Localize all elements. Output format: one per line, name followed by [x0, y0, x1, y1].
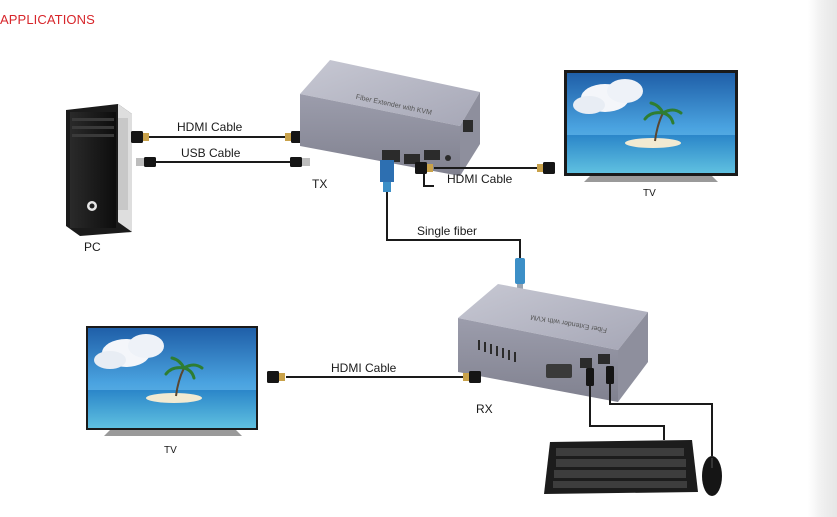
- hdmi-cable-rx-tv-label: HDMI Cable: [331, 361, 397, 375]
- tx-label: TX: [312, 177, 328, 191]
- page-heading: APPLICATIONS: [0, 12, 95, 27]
- fiber-connector-tx-icon: [380, 160, 394, 192]
- single-fiber-label: Single fiber: [417, 224, 478, 238]
- tv-top-icon: [564, 70, 738, 182]
- usb-cable-keyboard-icon: [586, 368, 665, 440]
- hdmi-cable-pc-label: HDMI Cable: [177, 120, 243, 134]
- tv-top-label: TV: [643, 188, 656, 199]
- hdmi-cable-rx-tv-icon: [267, 371, 481, 383]
- usb-cable-mouse-icon: [606, 366, 713, 456]
- hdmi-cable-tx-tv-label: HDMI Cable: [447, 172, 513, 186]
- usb-cable-label: USB Cable: [181, 146, 241, 160]
- tv-bottom-label: TV: [164, 445, 177, 456]
- pc-label: PC: [84, 240, 101, 254]
- right-edge-shade: [808, 0, 837, 517]
- rx-label: RX: [476, 402, 493, 416]
- tv-bottom-icon: [86, 326, 258, 436]
- keyboard-icon: [544, 440, 698, 494]
- hdmi-cable-tx-tv-icon: [415, 162, 555, 187]
- single-fiber-cable-icon: [386, 192, 525, 290]
- hdmi-cable-pc-icon: [131, 131, 303, 143]
- mouse-icon: [702, 456, 722, 496]
- tx-extender-icon: Fiber Extender with KVM: [300, 60, 480, 176]
- rx-extender-icon: Fiber Extender with KVM: [458, 284, 648, 402]
- usb-cable-icon: [136, 157, 310, 167]
- pc-tower-icon: [66, 104, 132, 236]
